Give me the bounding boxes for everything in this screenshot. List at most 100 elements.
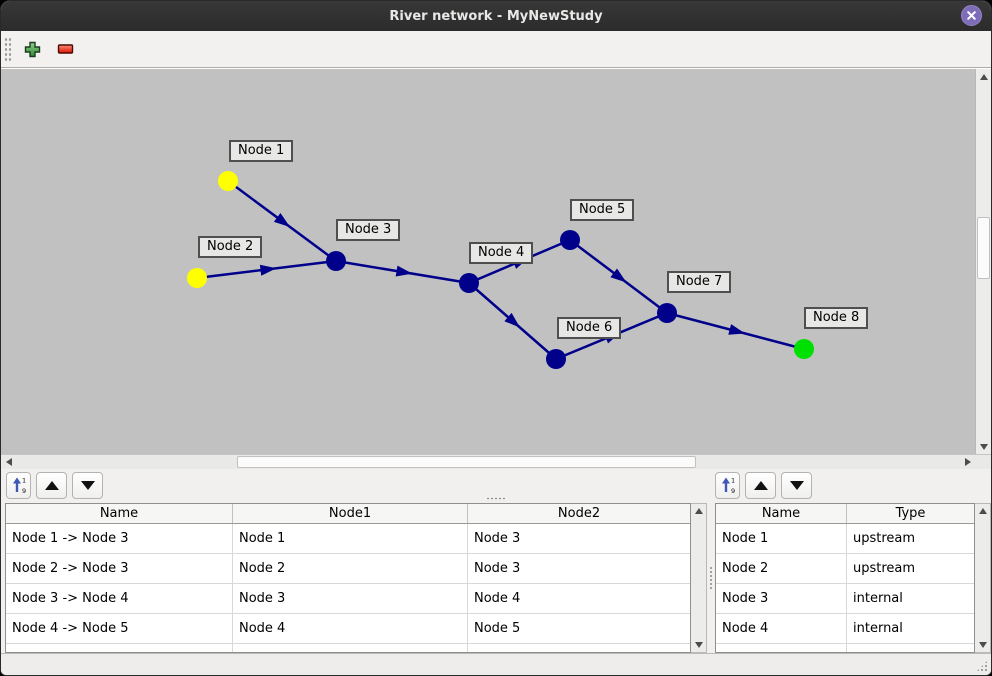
status-bar [1,653,991,675]
node-label[interactable]: Node 4 [469,242,534,264]
title-bar[interactable]: River network - MyNewStudy [1,1,991,31]
links-move-down-button[interactable] [72,472,103,499]
table-row[interactable]: Node 2 upstream [716,554,974,584]
table-cell[interactable]: Node 1 -> Node 3 [6,524,233,553]
table-cell[interactable]: Node 4 -> Node 5 [6,614,233,643]
links-table-scrollbar[interactable] [691,503,707,653]
links-move-up-button[interactable] [36,472,67,499]
edge-arrowhead-icon [395,265,413,277]
node-label[interactable]: Node 3 [336,219,401,241]
table-toolbars-strip: 1 9 1 9 [1,469,991,503]
node-label[interactable]: Node 1 [229,140,294,162]
window-title: River network - MyNewStudy [389,8,603,24]
scroll-down-button[interactable] [976,439,991,454]
node-label[interactable]: Node 7 [667,271,732,293]
table-cell [468,644,690,652]
table-cell[interactable]: internal [853,591,903,606]
horizontal-splitter-handle[interactable] [486,497,506,501]
vertical-splitter-handle[interactable] [707,503,715,653]
table-cell[interactable]: internal [853,621,903,636]
canvas-vertical-scrollbar[interactable] [975,69,991,454]
remove-button[interactable] [52,36,78,62]
table-cell[interactable]: Node 2 [233,554,468,583]
scroll-up-button[interactable] [975,504,990,518]
table-row[interactable]: Node 1 upstream [716,524,974,554]
node-label[interactable]: Node 2 [198,236,263,258]
edge-arrowhead-icon [259,264,277,276]
toolbar-drag-handle[interactable] [4,37,11,61]
column-header[interactable]: Name [716,504,847,523]
table-header-row: Name Type [716,504,974,524]
triangle-up-icon [44,481,59,490]
table-cell[interactable]: Node 5 [474,621,521,636]
vertical-scroll-thumb[interactable] [977,217,990,279]
table-cell[interactable]: Node 3 -> Node 4 [6,584,233,613]
add-button[interactable] [19,36,45,62]
table-cell[interactable]: Node 4 [474,591,521,606]
network-canvas[interactable]: Node 1 Node 2 Node 3 Node 4 Node 5 Node 6 Node… [1,69,975,454]
table-cell [233,644,468,652]
table-row-partial [6,644,690,652]
network-node[interactable] [560,230,580,250]
network-node[interactable] [794,339,814,359]
table-cell[interactable]: Node 3 [233,584,468,613]
network-node[interactable] [657,303,677,323]
table-cell[interactable]: Node 4 [233,614,468,643]
nodes-move-up-button[interactable] [745,472,776,499]
arrow-right-icon [964,458,971,466]
table-cell[interactable]: Node 3 [716,584,847,613]
network-node[interactable] [218,171,238,191]
table-cell[interactable]: Node 1 [233,524,468,553]
nodes-table-scrollbar[interactable] [975,503,991,653]
table-cell[interactable]: Node 2 -> Node 3 [6,554,233,583]
network-node[interactable] [459,273,479,293]
table-row-partial [716,644,974,652]
network-node[interactable] [546,349,566,369]
resize-grip[interactable] [976,660,988,672]
table-cell [847,644,974,652]
column-header[interactable]: Name [6,504,233,523]
canvas-horizontal-scrollbar[interactable] [1,454,991,469]
column-header[interactable]: Node2 [557,506,601,521]
splitter-dots [708,566,714,590]
triangle-up-icon [753,481,768,490]
scroll-up-button[interactable] [691,504,706,518]
column-header[interactable]: Type [895,506,926,521]
sort-ascending-icon: 1 9 [721,477,735,494]
node-label[interactable]: Node 5 [570,199,635,221]
scroll-down-button[interactable] [975,638,990,652]
column-header[interactable]: Node1 [233,504,468,523]
nodes-sort-button[interactable]: 1 9 [715,472,740,499]
network-node[interactable] [187,268,207,288]
node-label[interactable]: Node 6 [557,317,622,339]
table-cell[interactable]: upstream [853,561,916,576]
table-row[interactable]: Node 3 internal [716,584,974,614]
scroll-right-button[interactable] [960,455,975,469]
node-label[interactable]: Node 8 [804,307,869,329]
table-cell[interactable]: Node 3 [474,561,521,576]
horizontal-scroll-thumb[interactable] [237,456,696,468]
scroll-left-button[interactable] [1,455,16,469]
table-cell[interactable]: Node 2 [716,554,847,583]
arrow-up-icon [979,73,988,80]
scroll-down-button[interactable] [691,638,706,652]
table-cell[interactable]: upstream [853,531,916,546]
links-sort-button[interactable]: 1 9 [6,472,31,499]
table-cell[interactable]: Node 4 [716,614,847,643]
table-row[interactable]: Node 4 internal [716,614,974,644]
edge-arrowhead-icon [273,213,291,227]
nodes-move-down-button[interactable] [781,472,812,499]
close-button[interactable] [961,5,982,26]
scroll-up-button[interactable] [976,69,991,84]
table-cell[interactable]: Node 1 [716,524,847,553]
network-graph [187,171,814,369]
network-node[interactable] [326,251,346,271]
table-cell[interactable]: Node 3 [474,531,521,546]
